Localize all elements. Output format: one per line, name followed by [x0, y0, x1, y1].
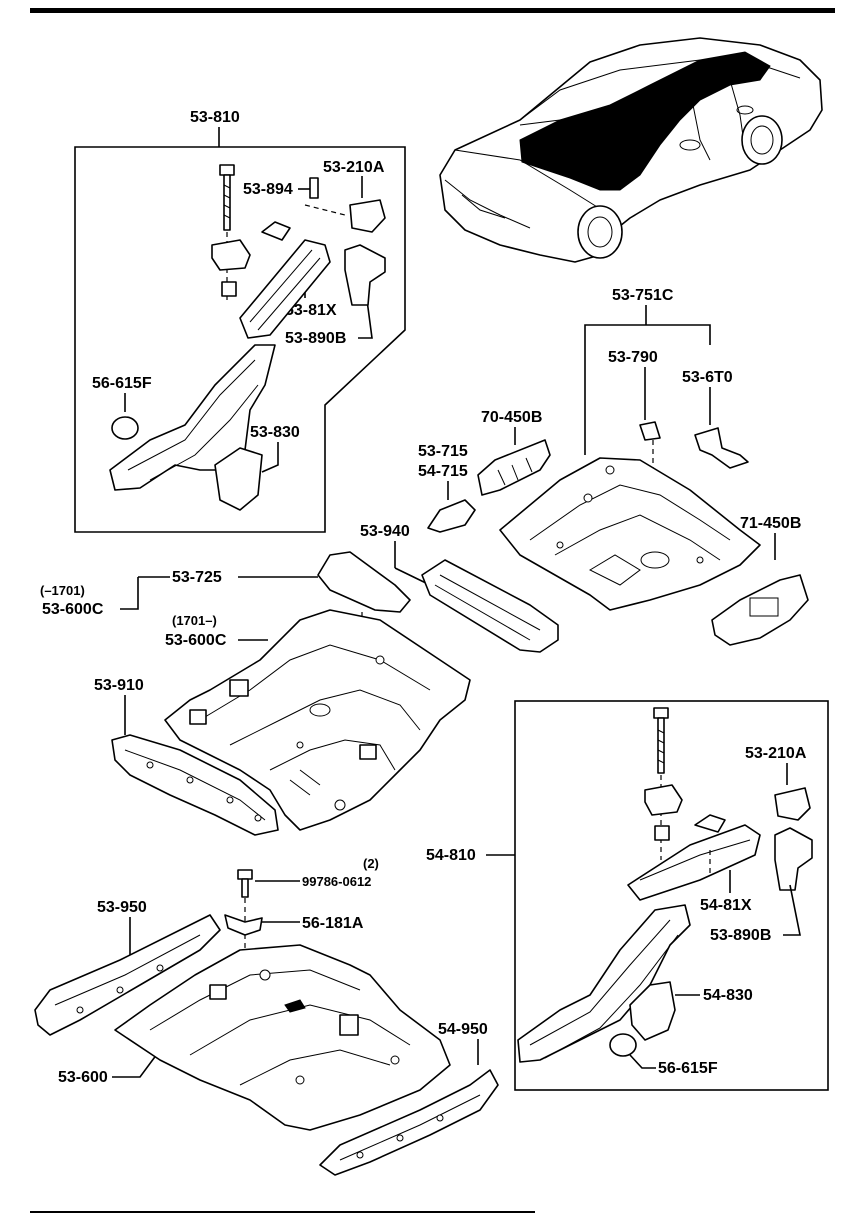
label-54-810: 54-810: [426, 847, 476, 864]
box-53-810: [74, 146, 406, 533]
label-53-715: 53-715: [418, 443, 468, 460]
bolt-99786: [237, 869, 253, 898]
label-53-210a: 53-210A: [323, 159, 385, 176]
label-71-450b: 71-450B: [740, 515, 801, 532]
label-56-615f: 56-615F: [92, 375, 152, 392]
bolt-top-left: [219, 164, 235, 231]
label-53-751c: 53-751C: [612, 287, 674, 304]
label-53-950: 53-950: [97, 899, 147, 916]
label-53-940: 53-940: [360, 523, 410, 540]
car-illustration: [439, 37, 823, 263]
label-56-615f-2: 56-615F: [658, 1060, 718, 1077]
label-54-830: 54-830: [703, 987, 753, 1004]
label-53-890b-2: 53-890B: [710, 927, 771, 944]
box-54-810: [514, 700, 829, 1091]
label-54-950: 54-950: [438, 1021, 488, 1038]
label-53-210a-2: 53-210A: [745, 745, 807, 762]
label-54-81x: 54-81X: [700, 897, 752, 914]
label-99786-0612: 99786-0612: [302, 874, 371, 889]
label-range-b: (1701–): [172, 613, 217, 628]
label-53-81x: 53-81X: [285, 302, 337, 319]
label-56-181a: 56-181A: [302, 915, 364, 932]
label-53-600c-a: 53-600C: [42, 601, 104, 618]
label-range-a: (–1701): [40, 583, 85, 598]
label-53-6t0: 53-6T0: [682, 369, 733, 386]
label-70-450b: 70-450B: [481, 409, 542, 426]
label-53-725: 53-725: [172, 569, 222, 586]
label-qty: (2): [363, 856, 379, 871]
label-53-790: 53-790: [608, 349, 658, 366]
label-53-910: 53-910: [94, 677, 144, 694]
bolt-bottom-right: [653, 707, 669, 774]
label-54-715: 54-715: [418, 463, 468, 480]
label-53-600: 53-600: [58, 1069, 108, 1086]
label-53-890b: 53-890B: [285, 330, 346, 347]
label-53-894: 53-894: [243, 181, 293, 198]
top-rule: [30, 8, 835, 13]
label-53-810: 53-810: [190, 109, 240, 126]
label-53-600c-b: 53-600C: [165, 632, 227, 649]
label-53-830: 53-830: [250, 424, 300, 441]
